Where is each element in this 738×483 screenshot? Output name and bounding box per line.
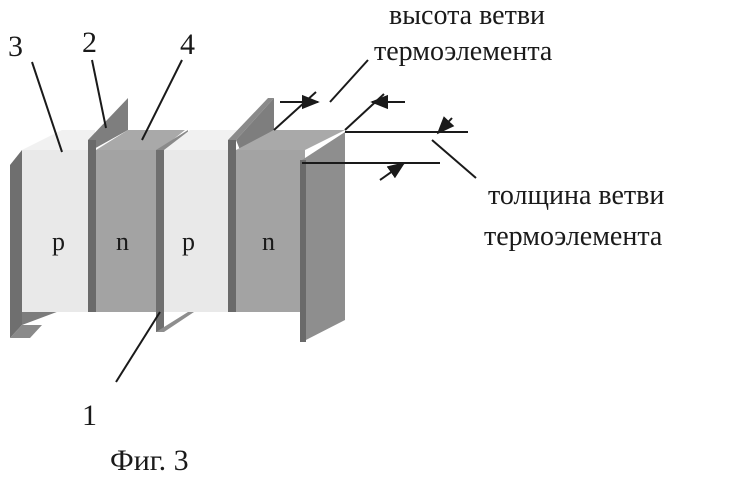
thickness-annotation-line1: толщина ветви xyxy=(488,180,664,211)
part-label-3: 3 xyxy=(8,30,23,63)
height-annotation-line1: высота ветви xyxy=(389,0,545,31)
p-leg-1 xyxy=(22,130,95,312)
part-label-2: 2 xyxy=(82,26,97,59)
part-label-1: 1 xyxy=(82,399,97,432)
height-dimension xyxy=(274,60,405,130)
height-annotation-line2: термоэлемента xyxy=(374,36,553,67)
leg-label-n-2: n xyxy=(262,227,275,256)
leader-line-4 xyxy=(142,60,182,140)
leader-line-1 xyxy=(116,312,160,382)
thickness-annotation-line2: термоэлемента xyxy=(484,221,663,252)
leg-label-n-1: n xyxy=(116,227,129,256)
leader-line-2 xyxy=(92,60,106,128)
part-label-4: 4 xyxy=(180,28,195,61)
figure-caption: Фиг. 3 xyxy=(110,444,189,477)
leg-label-p-2: p xyxy=(182,227,195,256)
leg-label-p-1: p xyxy=(52,227,65,256)
